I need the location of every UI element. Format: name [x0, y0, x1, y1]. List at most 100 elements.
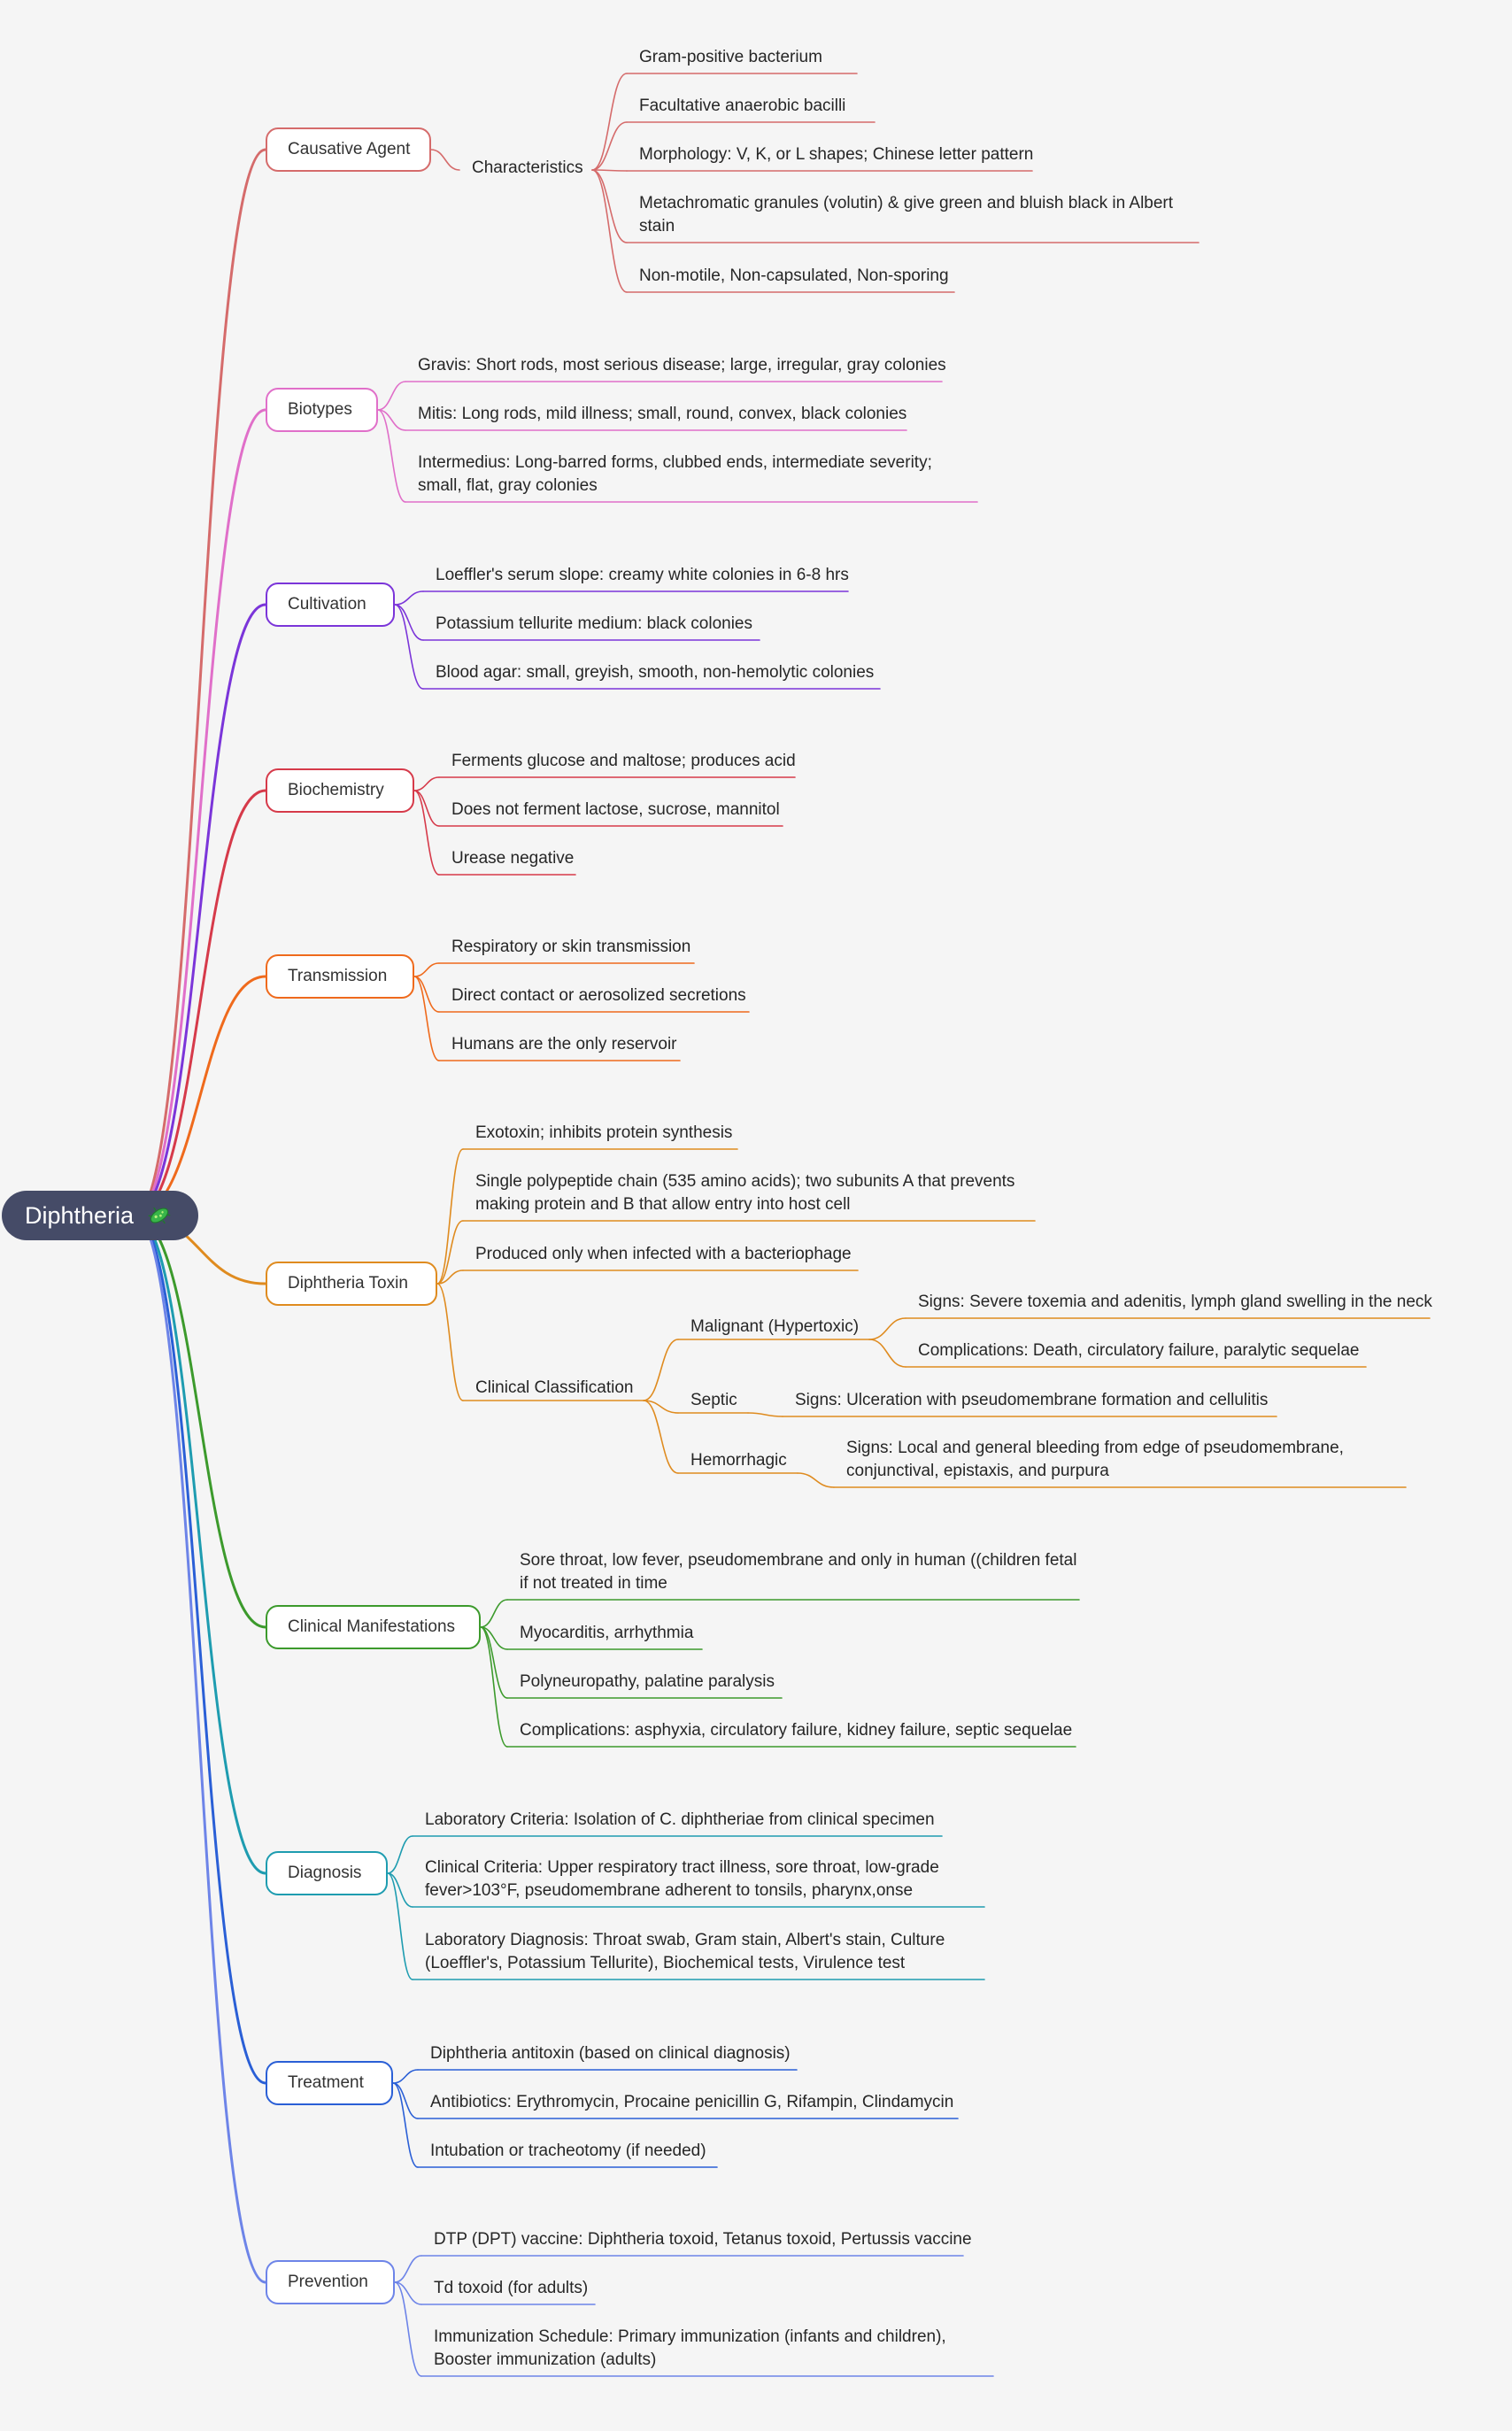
leaf-signs-ulceration-with-pseudomembrane-for[interactable]: Signs: Ulceration with pseudomembrane fo… [795, 1391, 1269, 1409]
connector-branch-cultivation [133, 603, 267, 1217]
leaf-myocarditis-arrhythmia[interactable]: Myocarditis, arrhythmia [520, 1624, 694, 1642]
leaf-gram-positive-bacterium[interactable]: Gram-positive bacterium [639, 48, 822, 66]
connector-metachromatic-granules-volutin-give-gree [591, 169, 628, 243]
leaf-single-polypeptide-chain-535-amino-acids[interactable]: Single polypeptide chain (535 amino acid… [475, 1172, 1015, 1214]
connector-potassium-tellurite-medium-black-colonie [394, 604, 424, 641]
branch-biotypes[interactable]: Biotypes [266, 388, 378, 432]
node-clinical-classification[interactable]: Clinical Classification [475, 1378, 634, 1397]
leaf-mitis-long-rods-mild-illness-small-round[interactable]: Mitis: Long rods, mild illness; small, r… [418, 405, 907, 423]
leaf-laboratory-diagnosis-throat-swab-gram-st[interactable]: Laboratory Diagnosis: Throat swab, Gram … [425, 1931, 945, 1972]
leaf-respiratory-or-skin-transmission[interactable]: Respiratory or skin transmission [451, 938, 691, 956]
connector-gravis-short-rods-most-serious-disease-l [377, 381, 406, 411]
leaf-gravis-short-rods-most-serious-disease-l[interactable]: Gravis: Short rods, most serious disease… [418, 356, 946, 374]
leaf-urease-negative[interactable]: Urease negative [451, 849, 575, 868]
connector-signs-severe-toxemia-and-adenitis-lymph- [868, 1317, 906, 1340]
connector-clinical-criteria-upper-respiratory-trac [387, 1872, 413, 1908]
branch-diphtheria-toxin[interactable]: Diphtheria Toxin [266, 1262, 437, 1306]
connector-malignant-hypertoxic [643, 1339, 679, 1401]
connector-gram-positive-bacterium [591, 73, 628, 171]
connector-does-not-ferment-lactose-sucrose-mannito [413, 790, 440, 827]
connector-direct-contact-or-aerosolized-secretions [413, 976, 440, 1013]
branch-label: Transmission [288, 967, 388, 985]
leaf-direct-contact-or-aerosolized-secretions[interactable]: Direct contact or aerosolized secretions [451, 986, 746, 1005]
branch-prevention[interactable]: Prevention [266, 2260, 395, 2304]
leaf-morphology-v-k-or-l-shapes-chinese-lette[interactable]: Morphology: V, K, or L shapes; Chinese l… [639, 145, 1034, 164]
leaf-diphtheria-antitoxin-based-on-clinical-d[interactable]: Diphtheria antitoxin (based on clinical … [430, 2044, 791, 2063]
leaf-sore-throat-low-fever-pseudomembrane-and[interactable]: Sore throat, low fever, pseudomembrane a… [520, 1551, 1077, 1593]
leaf-blood-agar-small-greyish-smooth-non-hemo[interactable]: Blood agar: small, greyish, smooth, non-… [436, 663, 875, 682]
connector-branch-diagnosis [133, 1214, 267, 1875]
leaf-produced-only-when-infected-with-a-bacte[interactable]: Produced only when infected with a bacte… [475, 1245, 852, 1263]
connector-dtp-dpt-vaccine-diphtheria-toxoid-tetanu [394, 2255, 422, 2283]
connector-intubation-or-tracheotomy-if-needed [392, 2082, 419, 2168]
leaf-ferments-glucose-and-maltose-produces-ac[interactable]: Ferments glucose and maltose; produces a… [451, 752, 796, 770]
connector-humans-are-the-only-reservoir [413, 976, 440, 1061]
leaf-polyneuropathy-palatine-paralysis[interactable]: Polyneuropathy, palatine paralysis [520, 1672, 775, 1691]
branch-diagnosis[interactable]: Diagnosis [266, 1851, 388, 1895]
leaf-intubation-or-tracheotomy-if-needed[interactable]: Intubation or tracheotomy (if needed) [430, 2142, 706, 2160]
connector-hemorrhagic [643, 1400, 679, 1474]
branch-clinical-manifestations[interactable]: Clinical Manifestations [266, 1605, 481, 1649]
branch-cultivation[interactable]: Cultivation [266, 583, 395, 627]
leaf-facultative-anaerobic-bacilli[interactable]: Facultative anaerobic bacilli [639, 96, 846, 115]
connector-non-motile-non-capsulated-non-sporing [591, 169, 628, 293]
connector-signs-ulceration-with-pseudomembrane-for [747, 1412, 783, 1417]
leaf-metachromatic-granules-volutin-give-gree[interactable]: Metachromatic granules (volutin) & give … [639, 194, 1174, 235]
connector-intermedius-long-barred-forms-clubbed-en [377, 409, 406, 503]
connector-exotoxin-inhibits-protein-synthesis [436, 1148, 464, 1285]
connector-septic [643, 1400, 679, 1414]
leaf-complications-asphyxia-circulatory-failu[interactable]: Complications: asphyxia, circulatory fai… [520, 1721, 1073, 1740]
branch-transmission[interactable]: Transmission [266, 954, 414, 999]
branch-treatment[interactable]: Treatment [266, 2061, 393, 2105]
leaf-intermedius-long-barred-forms-clubbed-en[interactable]: Intermedius: Long-barred forms, clubbed … [418, 453, 932, 495]
leaf-humans-are-the-only-reservoir[interactable]: Humans are the only reservoir [451, 1035, 677, 1053]
connector-td-toxoid-for-adults [394, 2281, 422, 2305]
leaf-exotoxin-inhibits-protein-synthesis[interactable]: Exotoxin; inhibits protein synthesis [475, 1123, 733, 1142]
node-characteristics[interactable]: Characteristics [472, 158, 583, 177]
connector-immunization-schedule-primary-immunizati [394, 2281, 422, 2377]
leaf-laboratory-criteria-isolation-of-c-dipht[interactable]: Laboratory Criteria: Isolation of C. dip… [425, 1810, 935, 1829]
connector-loeffler-s-serum-slope-creamy-white-colo [394, 590, 424, 606]
connector-branch-treatment [133, 1214, 267, 2085]
branch-label: Diagnosis [288, 1864, 362, 1882]
connector-branch-biotypes [133, 408, 267, 1217]
connector-produced-only-when-infected-with-a-bacte [436, 1270, 464, 1285]
connector-antibiotics-erythromycin-procaine-penici [392, 2082, 419, 2119]
connector-diphtheria-antitoxin-based-on-clinical-d [392, 2069, 419, 2084]
branch-label: Diphtheria Toxin [288, 1274, 408, 1293]
connector-mitis-long-rods-mild-illness-small-round [377, 409, 406, 431]
branch-biochemistry[interactable]: Biochemistry [266, 768, 414, 813]
branch-label: Biochemistry [288, 781, 384, 799]
connector-single-polypeptide-chain-535-amino-acids [436, 1220, 464, 1285]
connector-clinical-classification [436, 1283, 464, 1401]
connector-branch-causative-agent [133, 148, 267, 1217]
connector-morphology-v-k-or-l-shapes-chinese-lette [591, 169, 628, 172]
leaf-dtp-dpt-vaccine-diphtheria-toxoid-tetanu[interactable]: DTP (DPT) vaccine: Diphtheria toxoid, Te… [434, 2230, 972, 2249]
connector-branch-clinical-manifestations [133, 1214, 267, 1629]
leaf-td-toxoid-for-adults[interactable]: Td toxoid (for adults) [434, 2279, 589, 2297]
root-label: Diphtheria [25, 1202, 135, 1229]
leaf-antibiotics-erythromycin-procaine-penici[interactable]: Antibiotics: Erythromycin, Procaine peni… [430, 2093, 954, 2111]
node-septic[interactable]: Septic [690, 1391, 737, 1409]
node-malignant-hypertoxic[interactable]: Malignant (Hypertoxic) [690, 1317, 860, 1336]
connector-characteristics [430, 149, 460, 171]
leaf-signs-local-and-general-bleeding-from-ed[interactable]: Signs: Local and general bleeding from e… [846, 1439, 1344, 1480]
connector-signs-local-and-general-bleeding-from-ed [797, 1472, 835, 1488]
connector-branch-prevention [133, 1214, 267, 2284]
leaf-loeffler-s-serum-slope-creamy-white-colo[interactable]: Loeffler's serum slope: creamy white col… [436, 566, 849, 584]
leaf-signs-severe-toxemia-and-adenitis-lymph-[interactable]: Signs: Severe toxemia and adenitis, lymp… [918, 1293, 1432, 1311]
branch-causative-agent[interactable]: Causative Agent [266, 127, 431, 172]
branch-label: Cultivation [288, 595, 366, 614]
connector-laboratory-criteria-isolation-of-c-dipht [387, 1835, 413, 1874]
node-hemorrhagic[interactable]: Hemorrhagic [690, 1451, 787, 1470]
branch-label: Biotypes [288, 400, 352, 419]
root-node[interactable]: Diphtheria [2, 1191, 198, 1240]
leaf-immunization-schedule-primary-immunizati[interactable]: Immunization Schedule: Primary immunizat… [434, 2327, 946, 2369]
leaf-complications-death-circulatory-failure-[interactable]: Complications: Death, circulatory failur… [918, 1341, 1360, 1360]
leaf-clinical-criteria-upper-respiratory-trac[interactable]: Clinical Criteria: Upper respiratory tra… [425, 1858, 939, 1900]
connector-facultative-anaerobic-bacilli [591, 121, 628, 171]
leaf-potassium-tellurite-medium-black-colonie[interactable]: Potassium tellurite medium: black coloni… [436, 614, 752, 633]
leaf-does-not-ferment-lactose-sucrose-mannito[interactable]: Does not ferment lactose, sucrose, manni… [451, 800, 780, 819]
leaf-non-motile-non-capsulated-non-sporing[interactable]: Non-motile, Non-capsulated, Non-sporing [639, 266, 949, 285]
